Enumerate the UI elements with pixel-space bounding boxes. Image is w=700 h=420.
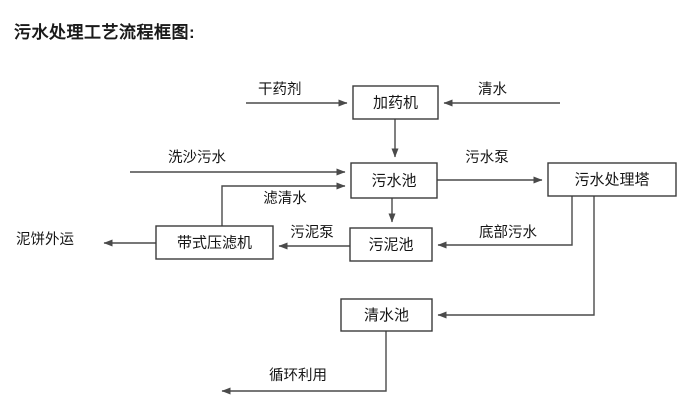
node-label-dosing_machine: 加药机 — [373, 94, 418, 111]
terminal-label-clean_water: 清水 — [478, 81, 507, 98]
node-box-clear_water_pool[interactable] — [340, 298, 433, 332]
node-label-belt_filter_press: 带式压滤机 — [177, 234, 252, 251]
node-belt_filter_press[interactable]: 带式压滤机 — [155, 225, 274, 260]
edge-label-recycle_reuse: 循环利用 — [269, 367, 327, 384]
page-title: 污水处理工艺流程框图: — [14, 23, 196, 42]
node-box-dosing_machine[interactable] — [352, 85, 439, 120]
terminal-label-sand_wash: 洗沙污水 — [168, 149, 226, 166]
node-label-treatment_tower: 污水处理塔 — [574, 171, 649, 188]
edge-tower-to-clearwater-pool — [437, 196, 595, 319]
terminal-label-dry_chemical: 干药剂 — [258, 81, 302, 98]
node-label-clear_water_pool: 清水池 — [364, 307, 409, 324]
edge-filterpress-to-wastewater-pool — [221, 182, 346, 226]
edge-label-sludge_pump: 污泥泵 — [290, 224, 334, 241]
node-box-wastewater_pool[interactable] — [350, 162, 438, 199]
node-sludge_pool[interactable]: 污泥池 — [349, 227, 433, 262]
edge-label-wastewater_pump: 污水泵 — [465, 149, 509, 166]
edge-tower-to-sludge-pool — [437, 196, 573, 249]
edges-layer — [103, 99, 595, 395]
edge-label-bottom_wastewater: 底部污水 — [479, 224, 537, 241]
node-dosing_machine[interactable]: 加药机 — [352, 85, 439, 120]
node-clear_water_pool[interactable]: 清水池 — [340, 298, 433, 332]
edge-label-filtered_clear_water: 滤清水 — [263, 190, 307, 207]
node-box-belt_filter_press[interactable] — [155, 225, 274, 260]
node-box-treatment_tower[interactable] — [547, 162, 677, 197]
node-treatment_tower[interactable]: 污水处理塔 — [547, 162, 677, 197]
edge-clearwater-pool-to-recycle — [221, 331, 387, 395]
node-label-sludge_pool: 污泥池 — [368, 236, 413, 253]
terminal-label-mud_cake_out: 泥饼外运 — [16, 231, 74, 248]
node-label-wastewater_pool: 污水池 — [371, 172, 416, 189]
node-box-sludge_pool[interactable] — [349, 227, 433, 262]
node-wastewater_pool[interactable]: 污水池 — [350, 162, 438, 199]
